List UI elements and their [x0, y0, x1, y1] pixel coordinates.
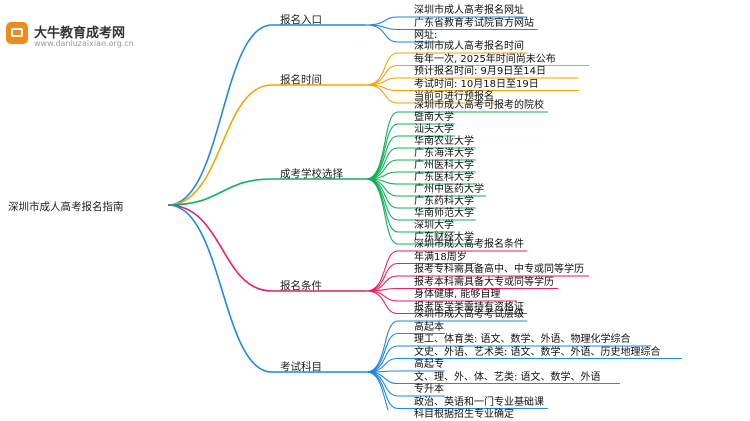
branch-node: 成考学校选择: [280, 168, 343, 180]
leaf-node: 汕头大学: [414, 124, 454, 135]
leaf-node: 科目根据招生专业确定: [414, 409, 514, 420]
leaf-node: 专升本: [414, 384, 444, 395]
branch-node: 报名条件: [280, 280, 322, 292]
leaf-connector: [365, 84, 497, 104]
leaf-connector: [365, 371, 389, 410]
leaf-node: 年满18周岁: [414, 251, 467, 263]
leaf-node: 文史、外语、艺术类: 语文、数学、外语、历史地理综合: [414, 346, 661, 358]
leaf-node: 深圳市成人高考报名条件: [414, 239, 524, 250]
leaf-node: 暨南大学: [414, 112, 454, 123]
leaf-node: 广东财经大学: [414, 232, 474, 243]
branch-connector: [167, 84, 366, 206]
branch-connector: [167, 204, 366, 373]
branch-node: 报名时间: [280, 74, 322, 86]
leaf-connector: [365, 290, 528, 315]
leaf-node: 高起专: [414, 359, 444, 370]
leaf-node: 报考本科需具备大专或同等学历: [414, 276, 554, 288]
connector-lines: [167, 16, 682, 410]
logo-title: 大牛教育成考网: [34, 26, 126, 41]
leaf-node: 当前可进行预报名: [414, 91, 494, 102]
leaf-node: 预计报名时间: 9月9日至14日: [414, 66, 546, 77]
leaf-connector: [365, 111, 548, 180]
site-logo[interactable]: 大牛教育成考网 www.daniuzaixian.org.cn: [6, 22, 156, 52]
leaf-node: 华南师范大学: [414, 208, 474, 219]
leaf-node: 深圳大学: [414, 220, 454, 231]
leaf-node: 华南农业大学: [414, 136, 474, 147]
mind-map: 大牛教育成考网 www.daniuzaixian.org.cn 深圳市成人高考报…: [6, 5, 682, 420]
branch-node: 考试科目: [280, 361, 322, 373]
leaf-connector: [365, 24, 445, 43]
book-icon: [6, 22, 28, 44]
root-node: 深圳市成人高考报名指南: [8, 201, 124, 213]
leaf-connector: [365, 320, 528, 373]
branch-connector: [167, 24, 366, 206]
leaf-node: 广东海洋大学: [414, 148, 474, 159]
leaf-connector: [365, 178, 476, 245]
leaf-node: 广东医科大学: [414, 172, 474, 183]
leaf-node: 广州中医药大学: [414, 184, 484, 195]
leaf-node: 深圳市成人高考可报考的院校: [414, 100, 544, 111]
leaf-node: 考试时间: 10月18日至19日: [414, 78, 539, 90]
leaf-node: 深圳市成人高考考试层级: [414, 309, 524, 320]
leaf-node: 政治、英语和一门专业基础课: [414, 396, 544, 408]
leaf-node: 网址:: [414, 30, 438, 41]
leaf-node: 理工、体育类: 语文、数学、外语、物理化学综合: [414, 334, 631, 345]
leaf-node: 文、理、外、体、艺类: 语文、数学、外语: [414, 371, 601, 383]
leaf-node: 广州医科大学: [414, 160, 474, 171]
leaf-node: 广东省教育考试院官方网站: [414, 17, 534, 29]
branch-node: 报名入口: [280, 14, 322, 26]
leaf-connector: [365, 123, 456, 180]
leaf-node: 深圳市成人高考报名时间: [414, 41, 524, 52]
leaf-node: 深圳市成人高考报名网址: [414, 5, 524, 16]
leaf-node: 高起本: [414, 321, 444, 333]
leaf-node: 每年一次, 2025年时间尚未公布: [414, 53, 556, 65]
branch-connector: [167, 178, 366, 206]
leaf-node: 报考专科需具备高中、中专或同等学历: [414, 264, 584, 275]
leaf-node: 身体健康, 能够自理: [414, 289, 501, 300]
leaf-node: 广东药科大学: [414, 196, 474, 207]
branch-connector: [167, 204, 366, 292]
leaf-node: 报考医学类需持有资格证: [414, 301, 524, 313]
logo-url: www.daniuzaixian.org.cn: [34, 39, 134, 48]
